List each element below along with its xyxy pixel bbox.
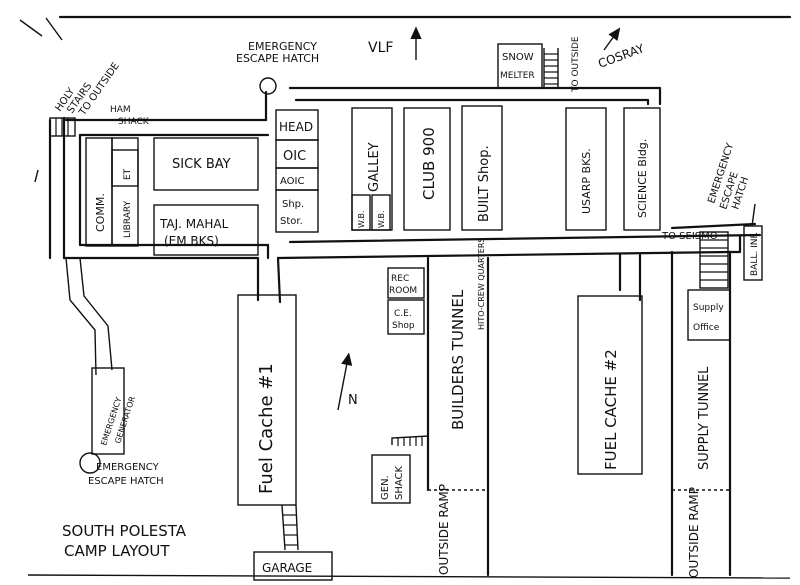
club-900-building bbox=[403, 107, 451, 231]
garage-label: GARAGE bbox=[262, 561, 312, 575]
hatch-top bbox=[259, 77, 277, 95]
emergency-generator bbox=[91, 367, 125, 455]
ham-shack-label-2: SHACK bbox=[118, 117, 150, 127]
buildings bbox=[79, 43, 763, 581]
to-outside-label: TO OUTSIDE bbox=[571, 36, 581, 93]
north-arrow bbox=[337, 352, 353, 411]
page-frame bbox=[19, 15, 792, 579]
emergency-hatch-bottom-label-1: EMERGENCY bbox=[96, 462, 160, 473]
et-room bbox=[111, 149, 139, 187]
et-label: ET bbox=[123, 168, 133, 180]
science-building bbox=[623, 107, 661, 231]
emergency-hatch-bottom-label-2: ESCAPE HATCH bbox=[88, 476, 164, 487]
hatch-bottom bbox=[79, 452, 101, 474]
map-title-line-2: CAMP LAYOUT bbox=[64, 542, 170, 560]
wash-basin-2 bbox=[371, 194, 391, 231]
corridor-walls bbox=[48, 86, 762, 577]
gen-shack-label-1: GEN. bbox=[380, 475, 391, 500]
fuel-cache-1 bbox=[237, 294, 297, 506]
stairs bbox=[49, 48, 730, 546]
rec-room-label-1: REC bbox=[391, 274, 409, 284]
bal-inf-building bbox=[743, 225, 763, 281]
wb-label-1: W.B. bbox=[357, 210, 366, 228]
usarp-building bbox=[565, 107, 607, 231]
sick-bay-label: SICK BAY bbox=[172, 157, 231, 172]
snow-melter-label-2: MELTER bbox=[500, 71, 535, 81]
usarp-label: USARP BKS. bbox=[580, 148, 593, 214]
vlf-label: VLF bbox=[368, 40, 393, 56]
north-label: N bbox=[348, 393, 358, 408]
head-label: HEAD bbox=[279, 120, 313, 134]
supply-office-label-1: Supply bbox=[693, 303, 724, 313]
taj-mahal-label-1: TAJ. MAHAL bbox=[159, 217, 229, 231]
aoic-label: AOIC bbox=[280, 176, 304, 187]
comm-label: COMM. bbox=[94, 193, 107, 232]
galley-label: GALLEY bbox=[367, 142, 382, 192]
fuel-cache-2-label: FUEL CACHE #2 bbox=[602, 349, 620, 470]
supply-office-label-2: Office bbox=[693, 323, 720, 333]
wb-label-2: W.B. bbox=[377, 210, 386, 228]
cosray-label: COSRAY bbox=[596, 41, 646, 71]
rec-room bbox=[387, 267, 425, 299]
club-label: CLUB 900 bbox=[420, 127, 438, 200]
sick-bay-building bbox=[153, 137, 259, 191]
map-title-line-1: SOUTH POLESTA bbox=[62, 522, 187, 540]
gen-shack-label-2: SHACK bbox=[394, 465, 405, 500]
built-shop-label: BUILT Shop. bbox=[477, 145, 492, 222]
emergency-hatch-top-label-1: EMERGENCY bbox=[248, 40, 317, 53]
library-label: LIBRARY bbox=[123, 200, 133, 238]
outside-ramp-1-label: OUTSIDE RAMP bbox=[437, 484, 451, 575]
taj-mahal-building bbox=[153, 204, 259, 256]
supply-tunnel-label: SUPPLY TUNNEL bbox=[697, 366, 712, 470]
builders-tunnel-label: BUILDERS TUNNEL bbox=[449, 289, 467, 430]
oic-label: OIC bbox=[283, 149, 306, 164]
shp-stor-label-2: Stor. bbox=[280, 216, 303, 227]
shp-stor-label-1: Shp. bbox=[282, 199, 304, 210]
to-seismo-label: TO SEISMO bbox=[661, 231, 718, 242]
arrows bbox=[337, 26, 621, 411]
ce-shop-label-2: Shop bbox=[392, 321, 415, 331]
rec-room-label-2: ROOM bbox=[389, 286, 417, 296]
emergency-hatch-top-label-2: ESCAPE HATCH bbox=[236, 52, 319, 65]
ce-shop-label-1: C.E. bbox=[394, 309, 412, 319]
snow-melter-label-1: SNOW bbox=[502, 52, 534, 63]
science-label: SCIENCE Bldg. bbox=[636, 139, 649, 218]
fuel-cache-1-label: Fuel Cache #1 bbox=[256, 363, 277, 494]
shp-stor-room bbox=[275, 189, 319, 233]
snow-melter-building bbox=[497, 43, 543, 89]
fuel-cache-2 bbox=[577, 295, 643, 475]
bal-inf-label: BALL. INF. bbox=[750, 232, 760, 276]
supply-office bbox=[687, 289, 731, 341]
built-shop-building bbox=[461, 105, 503, 231]
garage-building bbox=[253, 551, 333, 581]
hatch-right-pointer bbox=[751, 203, 756, 227]
ce-shop bbox=[387, 299, 425, 335]
gen-shack bbox=[371, 454, 411, 504]
outside-ramp-2-label: OUTSIDE RAMP bbox=[687, 487, 701, 578]
library-building bbox=[111, 137, 139, 247]
ham-shack-label-1: HAM bbox=[110, 105, 131, 115]
taj-mahal-label-2: (EM BKS) bbox=[164, 234, 219, 248]
hito-crew-label: HITO-CREW QUARTERS bbox=[477, 238, 486, 331]
cosray-arrow bbox=[603, 27, 621, 51]
wash-basin-1 bbox=[351, 194, 371, 231]
